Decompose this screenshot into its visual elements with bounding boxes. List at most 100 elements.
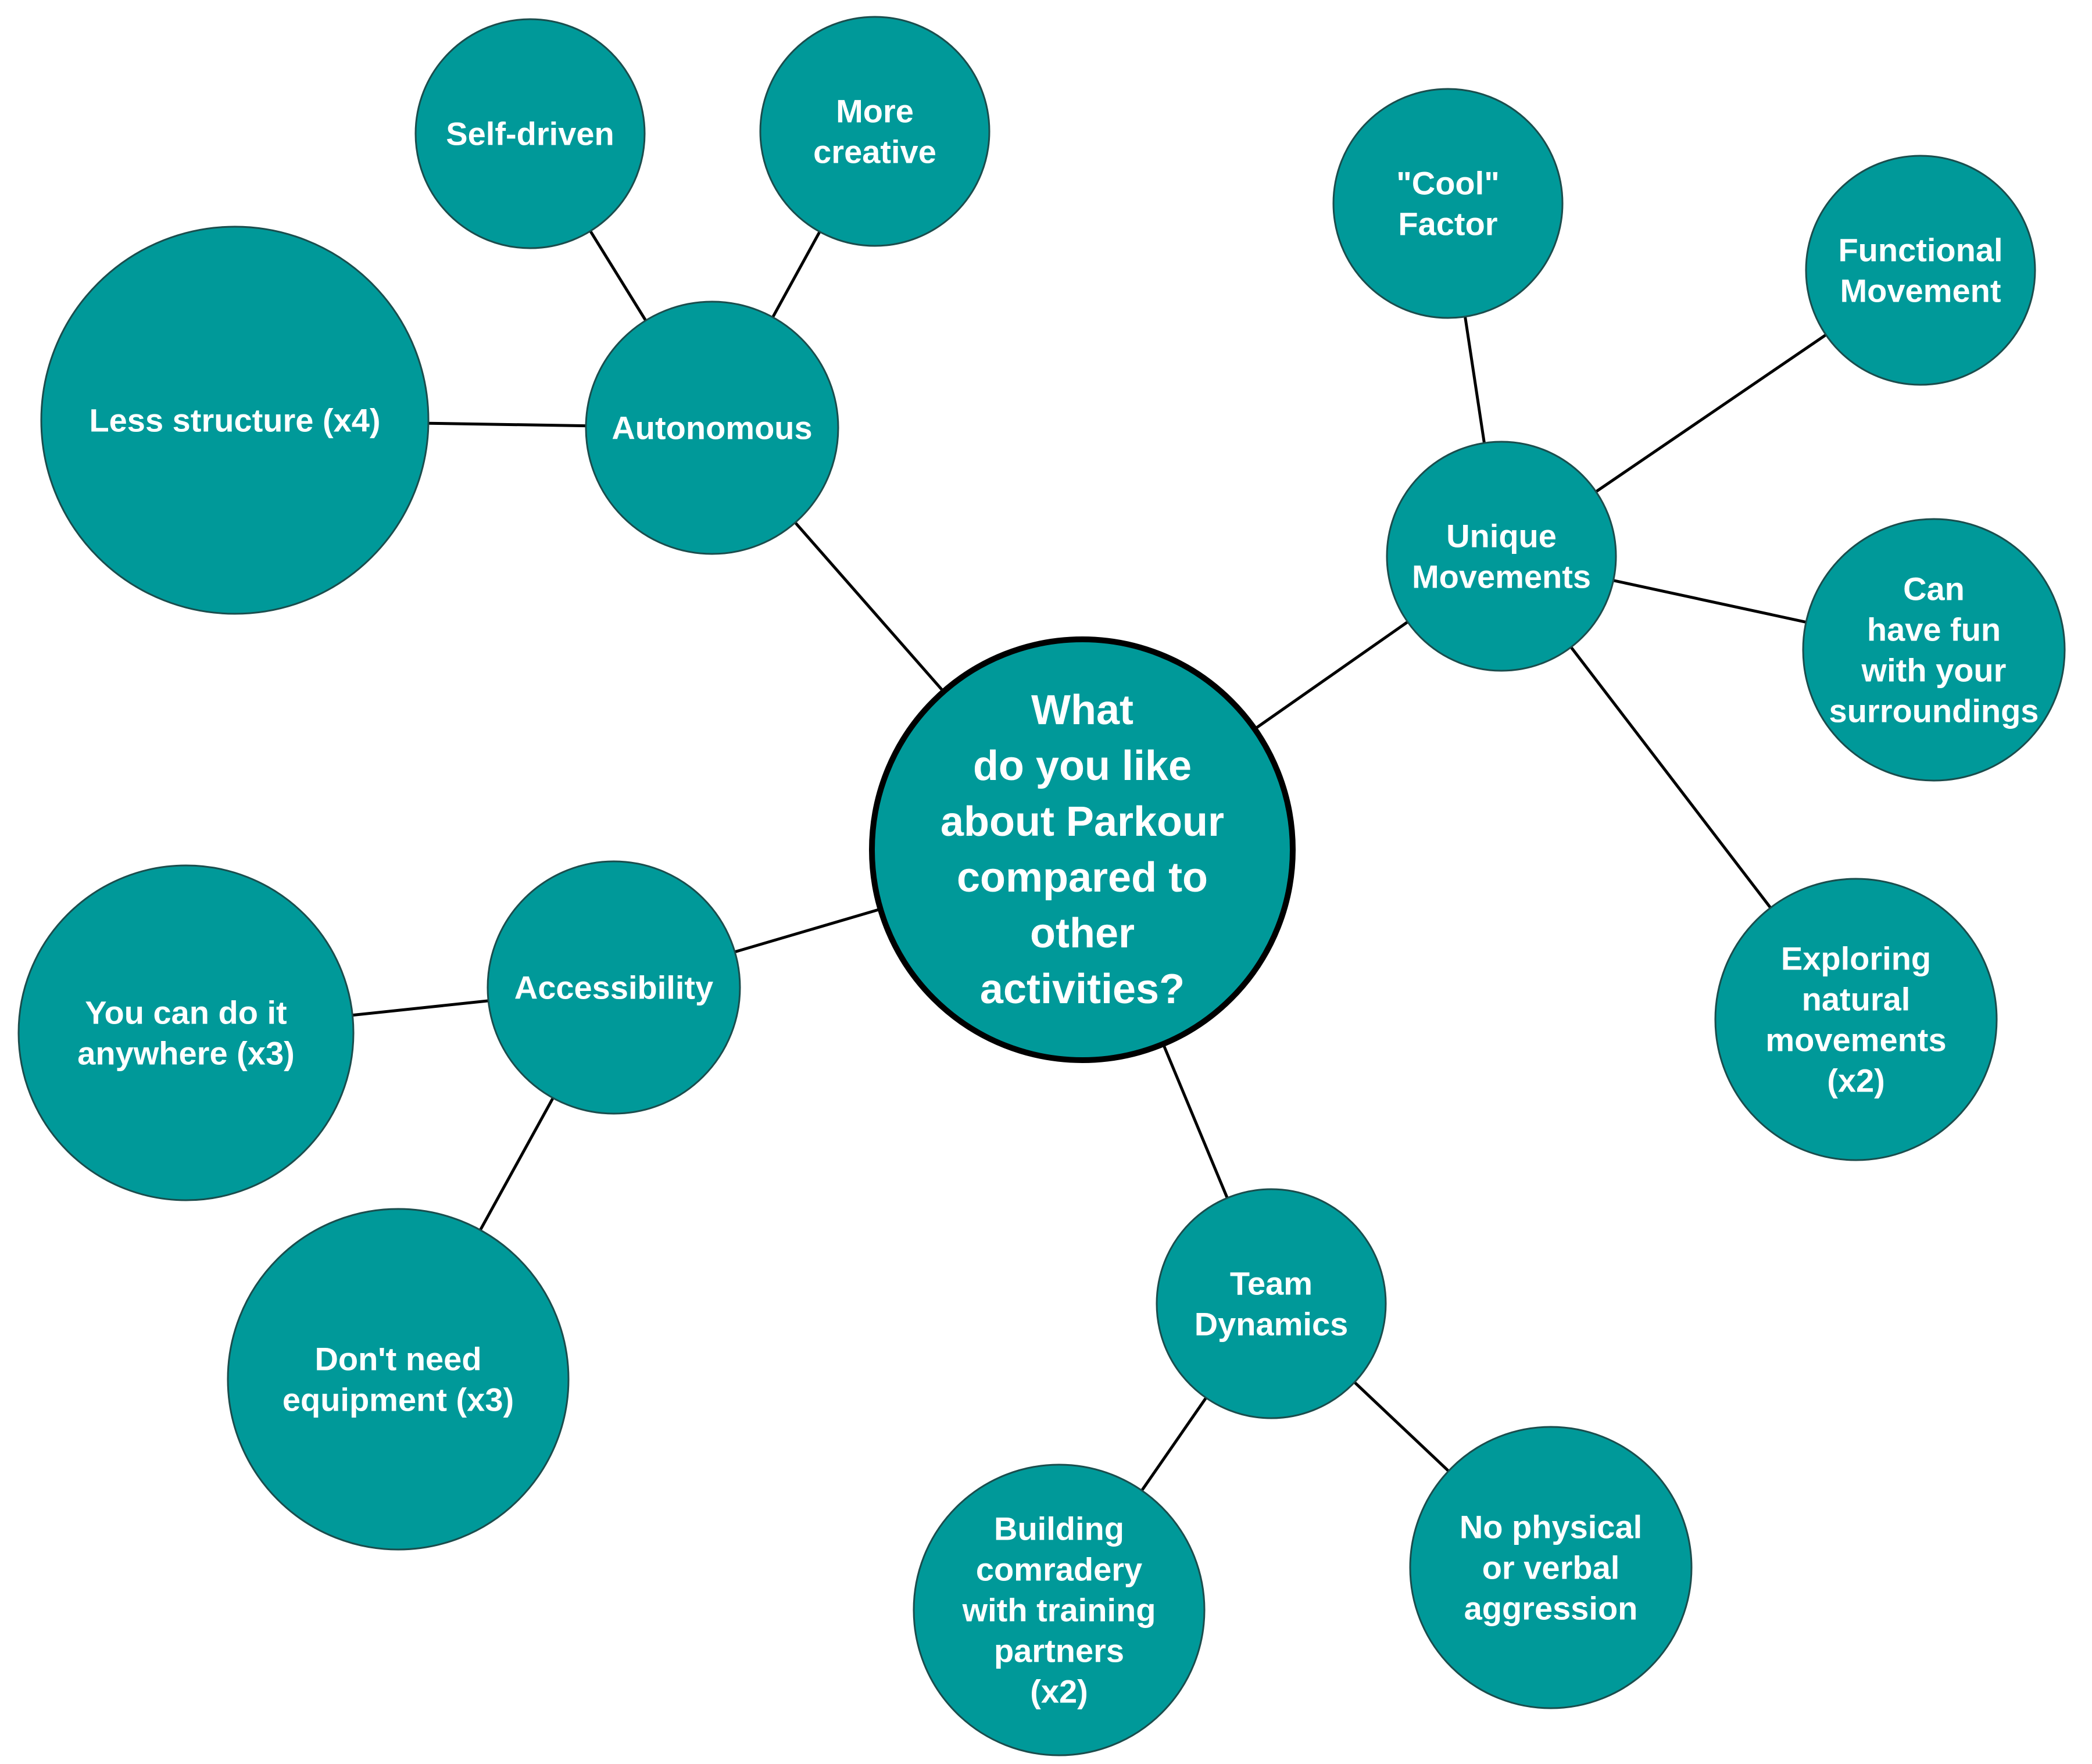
node-no-aggression-label-line: No physical <box>1460 1509 1642 1545</box>
node-cool-factor: "Cool" Factor <box>1332 88 1564 319</box>
node-comradery-label-line: partners <box>994 1633 1124 1669</box>
node-team-dynamics-label-line: Team <box>1230 1265 1313 1302</box>
connector-layer <box>352 230 1827 1491</box>
connector-center-to-team-dynamics <box>1161 1043 1229 1199</box>
node-anywhere-circle <box>17 864 355 1201</box>
node-no-equipment: Don't need equipment (x3) <box>227 1208 570 1551</box>
connector-autonomous-to-more-creative <box>771 231 821 318</box>
node-unique-movements-label-line: Movements <box>1412 559 1591 595</box>
node-self-driven: Self-driven <box>414 18 646 249</box>
node-center-label-line: other <box>1030 910 1135 957</box>
connector-team-dynamics-to-no-aggression <box>1353 1381 1450 1472</box>
node-cool-factor-label-line: "Cool" <box>1396 165 1500 202</box>
node-autonomous-label: Autonomous <box>611 410 812 446</box>
node-self-driven-label-line: Self-driven <box>446 116 614 152</box>
node-have-fun-label: Can have fun with your surroundings <box>1829 571 2039 729</box>
node-cool-factor-label-line: Factor <box>1398 206 1497 242</box>
node-autonomous-label-line: Autonomous <box>611 410 812 446</box>
node-cool-factor-circle <box>1332 88 1564 319</box>
node-no-aggression: No physical or verbal aggression <box>1409 1426 1693 1709</box>
node-no-equipment-circle <box>227 1208 570 1551</box>
connector-unique-movements-to-cool-factor <box>1464 316 1486 443</box>
node-comradery: Building comradery with training partners (x… <box>913 1464 1206 1756</box>
node-less-structure-label-line: Less structure (x4) <box>89 402 380 439</box>
connector-accessibility-to-anywhere <box>352 999 489 1017</box>
node-self-driven-circle <box>414 18 646 249</box>
node-no-equipment-label: Don't need equipment (x3) <box>282 1341 514 1418</box>
node-have-fun-label-line: with your <box>1861 652 2007 689</box>
node-team-dynamics-label-line: Dynamics <box>1195 1306 1349 1343</box>
node-have-fun-label-line: have fun <box>1867 611 2001 648</box>
node-comradery-label-line: (x2) <box>1030 1673 1088 1710</box>
node-have-fun: Can have fun with your surroundings <box>1802 518 2066 782</box>
node-center: What do you like about Parkour compared to o… <box>869 636 1296 1063</box>
node-exploring-natural-label-line: (x2) <box>1827 1062 1885 1099</box>
node-autonomous: Autonomous <box>585 300 839 555</box>
node-center-label-line: about Parkour <box>940 799 1224 845</box>
connector-accessibility-to-no-equipment <box>479 1097 555 1231</box>
node-comradery-label-line: Building <box>994 1511 1124 1547</box>
node-autonomous-circle <box>585 300 839 555</box>
node-no-aggression-label: No physical or verbal aggression <box>1460 1509 1642 1627</box>
connector-center-to-autonomous <box>794 521 945 693</box>
node-center-label-line: What <box>1031 687 1133 733</box>
node-less-structure-label: Less structure (x4) <box>89 402 380 439</box>
connector-unique-movements-to-exploring-natural <box>1569 646 1772 909</box>
node-more-creative-label-line: More <box>836 93 914 130</box>
connector-autonomous-to-less-structure <box>428 421 587 428</box>
node-center-label-line: activities? <box>980 966 1185 1012</box>
node-comradery-label-line: with training <box>962 1592 1156 1629</box>
node-functional-movement-circle <box>1805 155 2036 386</box>
node-anywhere-label-line: anywhere (x3) <box>77 1035 295 1072</box>
node-more-creative-label-line: creative <box>813 134 936 170</box>
connector-center-to-accessibility <box>734 907 881 954</box>
node-functional-movement-label-line: Functional <box>1838 232 2002 269</box>
connector-unique-movements-to-functional-movement <box>1595 333 1827 493</box>
node-anywhere-label: You can do it anywhere (x3) <box>77 994 295 1072</box>
node-exploring-natural-label-line: Exploring <box>1781 940 1931 977</box>
connector-autonomous-to-self-driven <box>589 230 647 321</box>
node-unique-movements-circle <box>1386 441 1617 672</box>
node-accessibility-label-line: Accessibility <box>514 969 713 1006</box>
node-anywhere: You can do it anywhere (x3) <box>17 864 355 1201</box>
connector-unique-movements-to-have-fun <box>1613 579 1807 624</box>
node-exploring-natural-circle <box>1714 878 1998 1161</box>
node-team-dynamics-circle <box>1156 1188 1387 1419</box>
connector-team-dynamics-to-comradery <box>1140 1397 1207 1491</box>
node-anywhere-label-line: You can do it <box>85 994 287 1031</box>
node-have-fun-circle <box>1802 518 2066 782</box>
node-more-creative-label: More creative <box>813 93 936 170</box>
node-functional-movement-label-line: Movement <box>1840 273 2001 309</box>
node-no-equipment-label-line: equipment (x3) <box>282 1382 514 1418</box>
node-no-aggression-circle <box>1409 1426 1693 1709</box>
node-center-circle <box>869 636 1296 1063</box>
node-have-fun-label-line: Can <box>1903 571 1965 607</box>
node-comradery-circle <box>913 1464 1206 1756</box>
node-self-driven-label: Self-driven <box>446 116 614 152</box>
node-no-aggression-label-line: aggression <box>1464 1590 1638 1627</box>
node-center-label-line: do you like <box>973 743 1192 789</box>
node-no-aggression-label-line: or verbal <box>1482 1550 1620 1586</box>
connector-center-to-unique-movements <box>1254 620 1409 731</box>
node-have-fun-label-line: surroundings <box>1829 693 2039 729</box>
node-accessibility-label: Accessibility <box>514 969 713 1006</box>
node-more-creative: More creative <box>759 16 990 247</box>
node-unique-movements-label-line: Unique <box>1446 518 1557 554</box>
node-layer: What do you like about Parkour compared to o… <box>17 16 2066 1756</box>
node-accessibility-circle <box>487 860 741 1115</box>
node-accessibility: Accessibility <box>487 860 741 1115</box>
node-center-label: What do you like about Parkour compared to o… <box>940 687 1224 1012</box>
node-comradery-label-line: comradery <box>976 1551 1142 1588</box>
node-center-label-line: compared to <box>957 854 1208 901</box>
node-no-equipment-label-line: Don't need <box>314 1341 481 1377</box>
node-less-structure: Less structure (x4) <box>40 226 430 615</box>
